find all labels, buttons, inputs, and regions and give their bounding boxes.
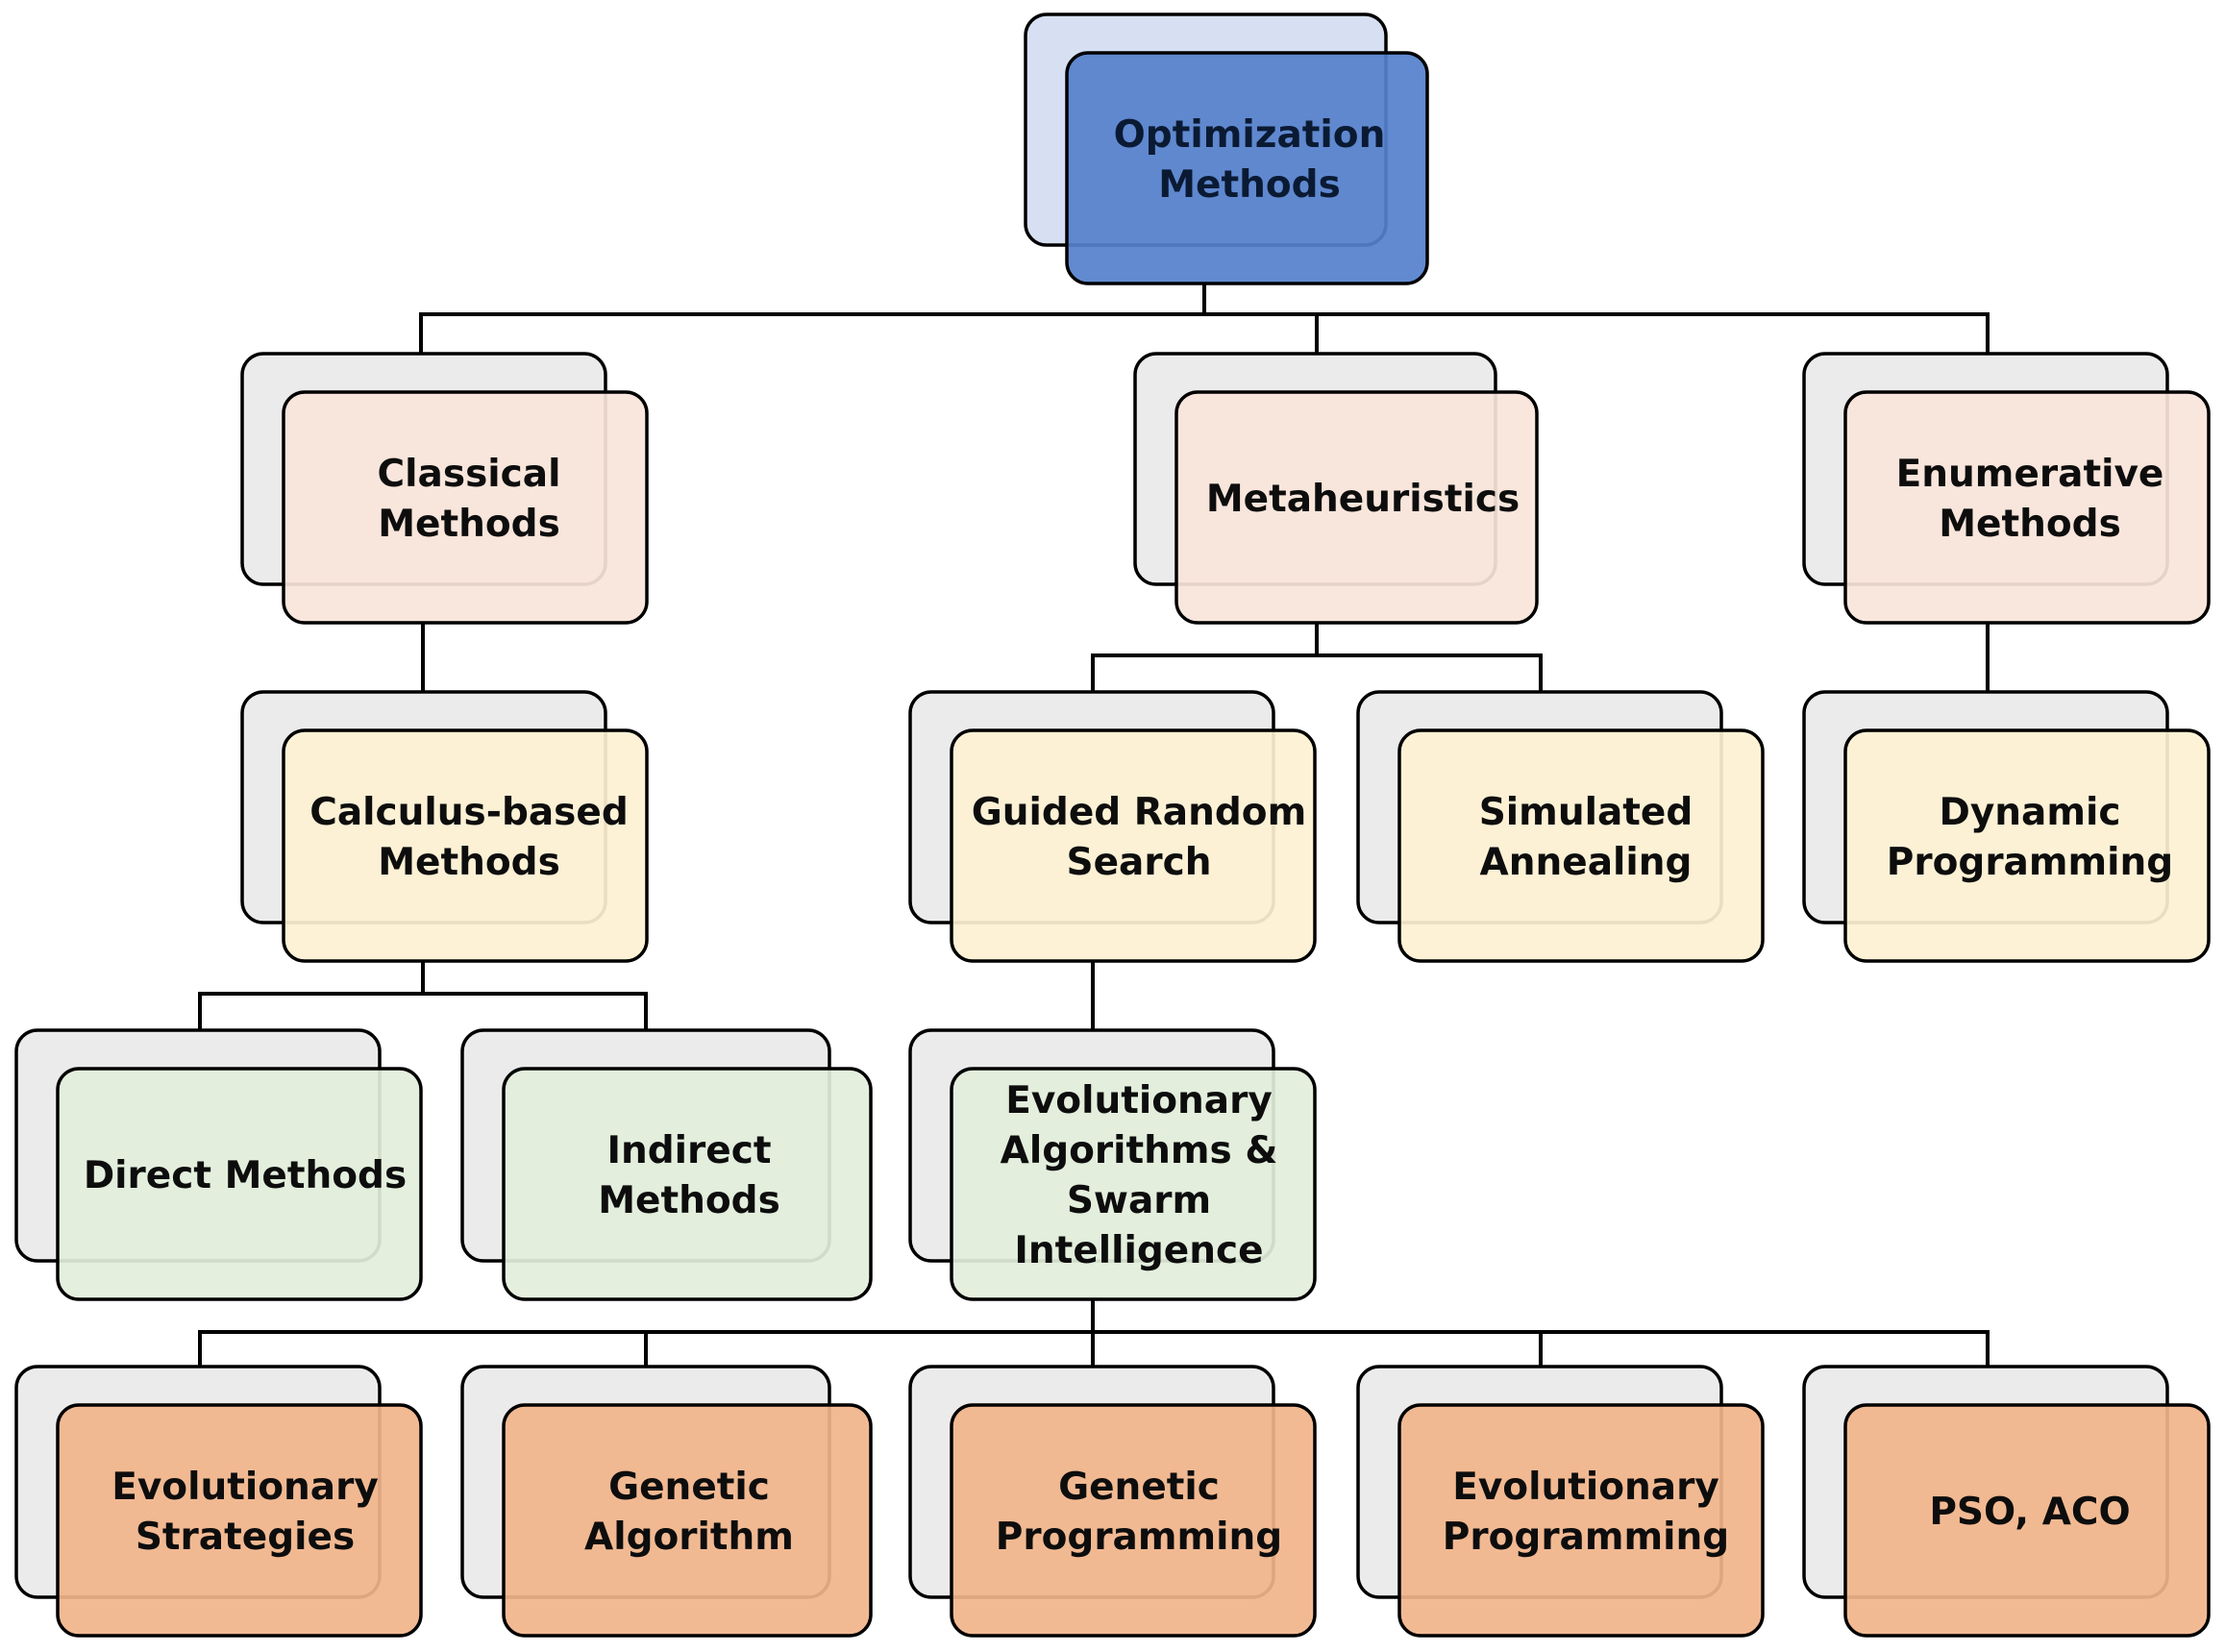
- node-label-line: Calculus-based: [309, 791, 629, 834]
- node-label-line: Evolutionary: [1452, 1466, 1719, 1509]
- node-label-line: Simulated: [1479, 791, 1693, 834]
- node-label-line: Metaheuristics: [1206, 478, 1520, 521]
- connectors: [198, 284, 1990, 1367]
- node-direct: Direct Methods: [14, 1028, 423, 1301]
- node-pso: PSO, ACO: [1802, 1365, 2211, 1638]
- node-label-line: Classical: [378, 453, 561, 496]
- node-label-line: Programming: [1443, 1516, 1729, 1559]
- node-label-line: Genetic: [608, 1466, 770, 1509]
- node-label-line: Algorithms &: [1001, 1129, 1278, 1172]
- connector-calculus-bus: [198, 992, 648, 1030]
- node-box: [56, 1067, 423, 1301]
- node-box: [1397, 728, 1765, 963]
- node-label-line: Genetic: [1058, 1466, 1220, 1509]
- node-label-line: Intelligence: [1014, 1229, 1263, 1272]
- node-box: [1843, 728, 2211, 963]
- node-label-line: Algorithm: [584, 1516, 794, 1559]
- node-label-line: Direct Methods: [84, 1154, 407, 1197]
- node-label-line: Dynamic: [1939, 791, 2120, 834]
- node-label-line: Methods: [1158, 163, 1341, 207]
- node-box: [1065, 51, 1429, 285]
- node-box: [950, 1067, 1317, 1301]
- node-label-line: Methods: [598, 1179, 780, 1222]
- connector-meta-bus: [1091, 653, 1543, 692]
- node-box: [1843, 1403, 2211, 1638]
- node-label-line: Methods: [378, 841, 560, 884]
- nodes: OptimizationMethodsClassicalMethodsMetah…: [14, 12, 2211, 1638]
- node-box: [1843, 390, 2211, 625]
- node-label-line: Evolutionary: [1005, 1079, 1273, 1122]
- node-box: [56, 1403, 423, 1638]
- node-label-line: Programming: [996, 1516, 1282, 1559]
- node-label-line: Evolutionary: [111, 1466, 379, 1509]
- node-box: [950, 728, 1317, 963]
- node-box: [282, 390, 649, 625]
- node-label-line: Strategies: [136, 1516, 355, 1559]
- node-label-line: Optimization: [1114, 113, 1386, 157]
- node-box: [1397, 1403, 1765, 1638]
- node-box: [282, 728, 649, 963]
- node-label-line: Methods: [1939, 503, 2121, 546]
- node-box: [950, 1403, 1317, 1638]
- node-label-line: Swarm: [1067, 1179, 1211, 1222]
- node-box: [502, 1067, 873, 1301]
- node-metaheuristics: Metaheuristics: [1133, 352, 1539, 625]
- node-box: [1174, 390, 1539, 625]
- node-label-line: Annealing: [1480, 841, 1693, 884]
- node-label-line: Search: [1067, 841, 1212, 884]
- node-box: [502, 1403, 873, 1638]
- node-label-line: Programming: [1887, 841, 2173, 884]
- connector-level1-bus: [419, 312, 1990, 354]
- node-label-line: Guided Random: [972, 791, 1306, 834]
- node-label-line: Methods: [378, 503, 560, 546]
- node-label-line: Enumerative: [1896, 453, 2164, 496]
- node-label-line: PSO, ACO: [1929, 1491, 2130, 1534]
- node-label-line: Indirect: [606, 1129, 771, 1172]
